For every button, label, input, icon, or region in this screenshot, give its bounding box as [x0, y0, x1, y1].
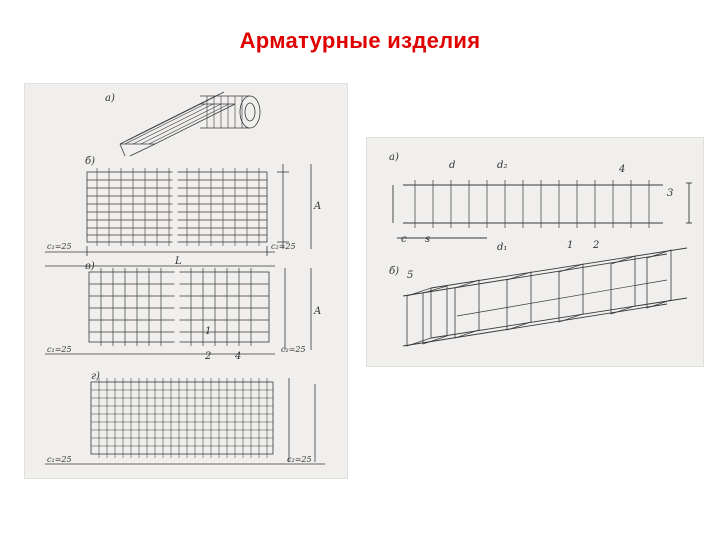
mesh-g-drawing: [45, 378, 325, 465]
dim-c1-b: c₁=25: [47, 242, 72, 251]
mesh-b-drawing: [45, 164, 312, 267]
dim-c1-g: c₁=25: [47, 455, 72, 464]
mesh-v-drawing: [45, 268, 312, 355]
cage-callout-2: 2: [592, 240, 599, 251]
cage-label-b: б): [389, 266, 399, 277]
dim-a-b: A: [313, 201, 321, 212]
mesh-diagram: а) б) в) г) c₁=25 c₂=25 c₁=25 c₂=25 c₁=2…: [45, 91, 325, 465]
callout-4: 4: [234, 351, 241, 362]
dim-s: s: [425, 234, 430, 245]
cage-callout-5: 5: [407, 270, 413, 281]
dim-c2-g: c₂=25: [287, 455, 312, 464]
cage-label-a: а): [389, 152, 399, 163]
callout-d2: d₂: [497, 160, 507, 171]
dim-l: L: [174, 256, 182, 267]
cage-callout-1: 1: [567, 240, 573, 251]
cage-callout-3: 3: [667, 188, 673, 199]
spatial-cage-drawing: [402, 247, 688, 347]
dim-c1-v: c₁=25: [47, 345, 72, 354]
cage-diagram-scan: а) б) d d₂ d₁ 1 2 3 4 5 c s: [366, 137, 704, 367]
cage-diagram: а) б) d d₂ d₁ 1 2 3 4 5 c s: [389, 152, 692, 347]
callout-d: d: [449, 160, 455, 171]
label-v: в): [85, 261, 95, 272]
rolled-mesh-drawing: [119, 91, 261, 157]
dim-c2-v: c₂=25: [281, 345, 306, 354]
dim-c2-b: c₂=25: [271, 242, 296, 251]
slide-title: Арматурные изделия: [239, 28, 481, 53]
dim-c: c: [401, 234, 407, 245]
cage-callout-4: 4: [618, 164, 625, 175]
label-g: г): [91, 371, 100, 382]
mesh-diagram-scan: а) б) в) г) c₁=25 c₂=25 c₁=25 c₂=25 c₁=2…: [24, 83, 348, 479]
flat-cage-drawing: [392, 180, 692, 239]
dim-a-v: A: [313, 306, 321, 317]
callout-1: 1: [205, 326, 211, 337]
label-a: а): [105, 93, 115, 104]
label-b: б): [85, 156, 95, 167]
callout-2: 2: [204, 351, 211, 362]
callout-d1: d₁: [497, 242, 507, 253]
